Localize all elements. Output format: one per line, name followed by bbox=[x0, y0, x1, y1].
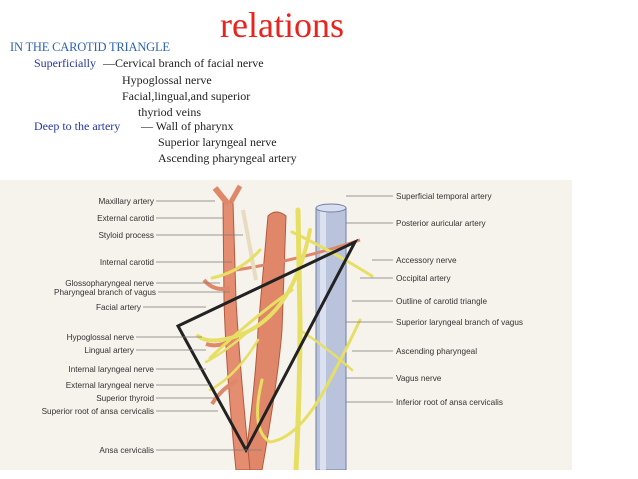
label-internal-laryngeal-nerve: Internal laryngeal nerve bbox=[68, 365, 154, 374]
superficial-item-2: Hypoglossal nerve bbox=[122, 73, 212, 87]
label-external-laryngeal-nerve: External laryngeal nerve bbox=[66, 381, 155, 390]
superficial-temporal-artery bbox=[228, 184, 243, 204]
label-pharyngeal-branch-vagus: Pharyngeal branch of vagus bbox=[54, 288, 156, 297]
label-hypoglossal-nerve: Hypoglossal nerve bbox=[67, 333, 135, 342]
nerves bbox=[196, 207, 374, 470]
ansa-cervicalis bbox=[256, 378, 332, 444]
carotid-triangle-figure: Maxillary artery External carotid Styloi… bbox=[0, 180, 572, 470]
inferior-root-ansa bbox=[328, 318, 362, 382]
label-superior-thyroid: Superior thyroid bbox=[96, 394, 154, 403]
label-glossopharyngeal-nerve: Glossopharyngeal nerve bbox=[65, 279, 154, 288]
superficially-label: Superficially bbox=[34, 56, 96, 70]
label-posterior-auricular-artery: Posterior auricular artery bbox=[396, 219, 487, 228]
label-accessory-nerve: Accessory nerve bbox=[396, 256, 457, 265]
label-internal-carotid: Internal carotid bbox=[100, 258, 155, 267]
styloid-process bbox=[241, 209, 258, 281]
label-vagus-nerve: Vagus nerve bbox=[396, 374, 442, 383]
deep-item-1: — Wall of pharynx bbox=[141, 119, 234, 133]
label-lingual-artery: Lingual artery bbox=[84, 346, 135, 355]
label-superior-root-ansa: Superior root of ansa cervicalis bbox=[42, 407, 154, 416]
label-maxillary-artery: Maxillary artery bbox=[98, 197, 154, 206]
internal-carotid-artery bbox=[243, 211, 287, 470]
superficial-item-4: thyriod veins bbox=[138, 105, 201, 119]
superficial-item-3: Facial,lingual,and superior bbox=[122, 89, 251, 103]
external-laryngeal-nerve bbox=[208, 338, 260, 392]
facial-artery bbox=[202, 278, 231, 291]
maxillary-artery bbox=[212, 186, 231, 206]
label-superficial-temporal-artery: Superficial temporal artery bbox=[396, 192, 492, 201]
label-superior-laryngeal-branch-vagus: Superior laryngeal branch of vagus bbox=[396, 318, 523, 327]
subheading: IN THE CAROTID TRIANGLE bbox=[10, 40, 170, 54]
internal-laryngeal-nerve bbox=[204, 328, 252, 364]
carotid-triangle-outline bbox=[175, 238, 359, 454]
vagus-nerve bbox=[293, 207, 303, 470]
glossopharyngeal-nerve bbox=[210, 248, 262, 280]
label-outline-carotid-triangle: Outline of carotid triangle bbox=[396, 297, 487, 306]
label-facial-artery: Facial artery bbox=[96, 303, 142, 312]
deep-item-2: Superior laryngeal nerve bbox=[158, 135, 277, 149]
deep-label: Deep to the artery bbox=[34, 119, 121, 133]
label-inferior-root-ansa: Inferior root of ansa cervicalis bbox=[396, 398, 503, 407]
leader-lines bbox=[136, 195, 393, 451]
superior-laryngeal-nerve bbox=[208, 288, 294, 360]
superficial-item-1: —Cervical branch of facial nerve bbox=[103, 56, 264, 70]
deep-item-3: Ascending pharyngeal artery bbox=[158, 151, 297, 165]
label-occipital-artery: Occipital artery bbox=[396, 274, 452, 283]
label-external-carotid: External carotid bbox=[97, 214, 154, 223]
label-styloid-process: Styloid process bbox=[98, 231, 154, 240]
label-ascending-pharyngeal: Ascending pharyngeal bbox=[396, 347, 477, 356]
superior-thyroid-artery bbox=[210, 378, 239, 406]
slide-title: relations bbox=[220, 5, 344, 45]
internal-jugular-vein bbox=[315, 203, 347, 470]
label-ansa-cervicalis: Ansa cervicalis bbox=[99, 446, 154, 455]
